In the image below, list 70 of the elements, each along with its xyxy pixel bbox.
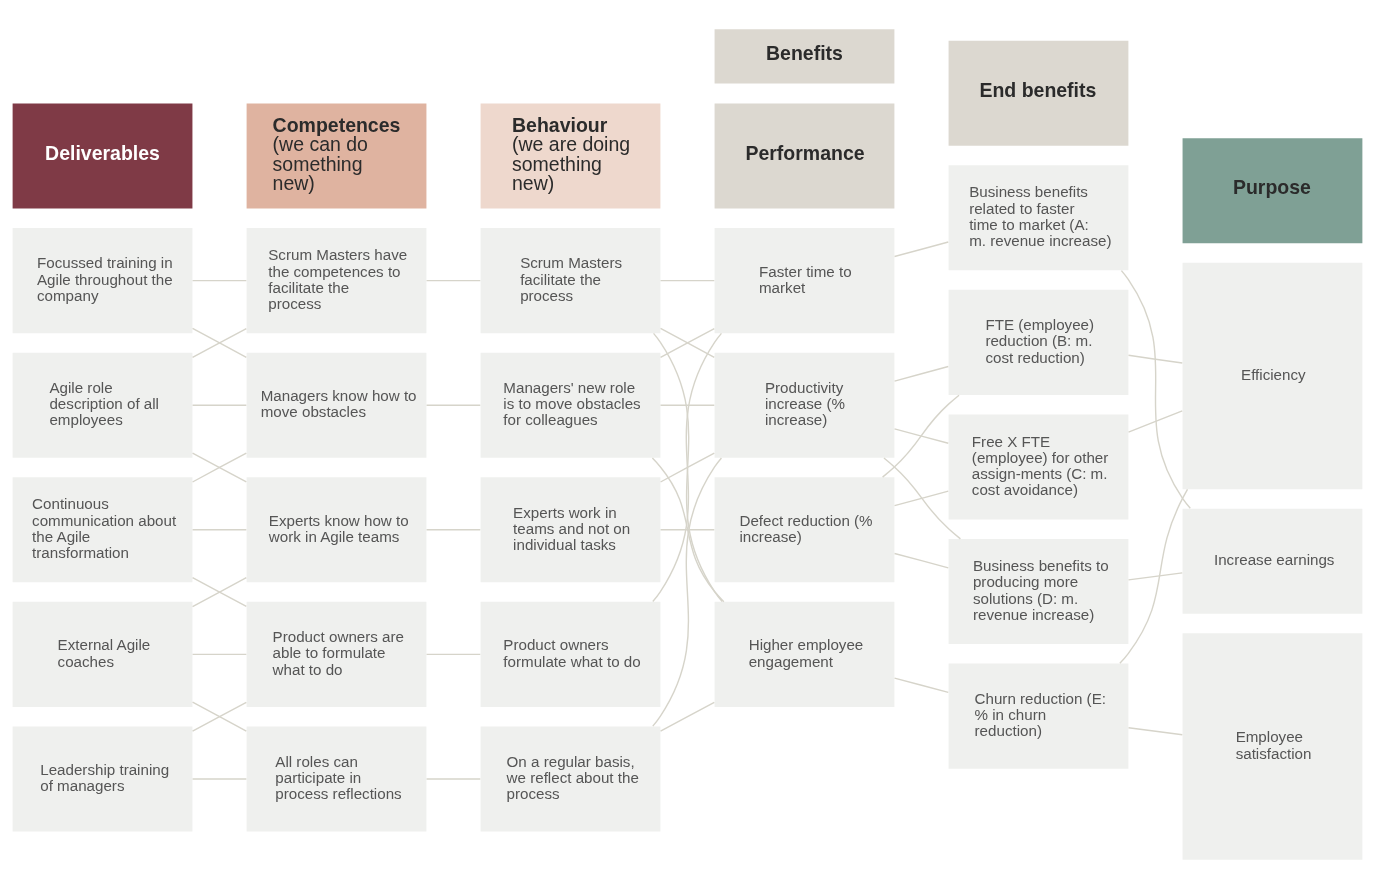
node-box: Managers' new role is to move obstacles for colleagues [480, 352, 661, 458]
connector [881, 394, 960, 478]
connector [425, 529, 481, 531]
connector [191, 279, 248, 282]
node-box: Leadership training of managers [12, 726, 193, 832]
connector [191, 327, 248, 359]
node-box: Experts know how to work in Agile teams [246, 477, 427, 583]
connector [659, 404, 715, 406]
connector [893, 490, 949, 507]
node-box: Higher employee engagement [714, 601, 895, 707]
connector [652, 332, 723, 603]
connector [659, 701, 715, 732]
node-box: Experts work in teams and not on individual tasks [480, 477, 661, 583]
connector [893, 428, 949, 444]
node-box: Focussed training in Agile throughout the company [12, 228, 193, 334]
connector [425, 653, 481, 656]
node-box: FTE (employee) reduction (B: m. cost reduction) [948, 289, 1129, 395]
connector [659, 279, 715, 282]
connector [1119, 488, 1189, 665]
node-box: External Agile coaches [12, 601, 193, 707]
connector [893, 552, 949, 569]
connector [1127, 572, 1183, 581]
node-box: Free X FTE (employee) for other assign-ments (C: m. cost avoidance) [948, 414, 1129, 520]
node-box: Churn reduction (E: % in churn reduction) [948, 663, 1129, 769]
connector [191, 404, 248, 406]
connector [1127, 354, 1183, 364]
connector [1127, 727, 1183, 736]
node-box: Purpose [1182, 138, 1363, 244]
connector [425, 279, 481, 282]
node-box: Employee satisfaction [1182, 633, 1363, 860]
connector [425, 404, 481, 406]
connector [1120, 269, 1191, 509]
node-box: End benefits [948, 40, 1129, 146]
node-box: Agile role description of all employees [12, 352, 193, 458]
connector [191, 653, 248, 656]
connector [191, 701, 248, 732]
connector [659, 529, 715, 531]
node-box: Product owners are able to formulate what to do [246, 601, 427, 707]
node-box: Faster time to market [714, 228, 895, 334]
connector [652, 457, 723, 727]
node-box: Behaviour (we are doing something new) [480, 103, 661, 209]
node-box: On a regular basis, we reflect about the process [480, 726, 661, 832]
connector [191, 452, 248, 483]
node-box: Product owners formulate what to do [480, 601, 661, 707]
node-box: Productivity increase (% increase) [714, 352, 895, 458]
connector [651, 457, 725, 603]
node-box: Business benefits related to faster time to market (A: m. revenue increase) [948, 165, 1129, 271]
node-box: Scrum Masters facilitate the process [480, 228, 661, 334]
node-box: Benefits [714, 29, 895, 84]
node-box: All roles can participate in process reflections [246, 726, 427, 832]
connector [883, 457, 962, 540]
connector [659, 452, 715, 483]
node-box: Scrum Masters have the competences to facilitate the process [246, 228, 427, 334]
node-box: Continuous communication about the Agile transformation [12, 477, 193, 583]
node-box: Increase earnings [1182, 508, 1363, 614]
connector [425, 778, 481, 780]
node-box: Performance [714, 103, 895, 209]
node-box: Business benefits to producing more solutions (D: m. revenue increase) [948, 539, 1129, 645]
node-box: Defect reduction (% increase) [714, 477, 895, 583]
connector [893, 241, 949, 258]
node-box: Deliverables [12, 103, 193, 209]
node-box: Competences (we can do something new) [246, 103, 427, 209]
connector [191, 529, 248, 531]
connector [893, 677, 949, 694]
connector [1127, 410, 1183, 433]
connector [191, 778, 248, 780]
node-box: Managers know how to move obstacles [246, 352, 427, 458]
connector [893, 365, 949, 382]
node-box: Efficiency [1182, 262, 1363, 490]
connector [659, 327, 715, 359]
